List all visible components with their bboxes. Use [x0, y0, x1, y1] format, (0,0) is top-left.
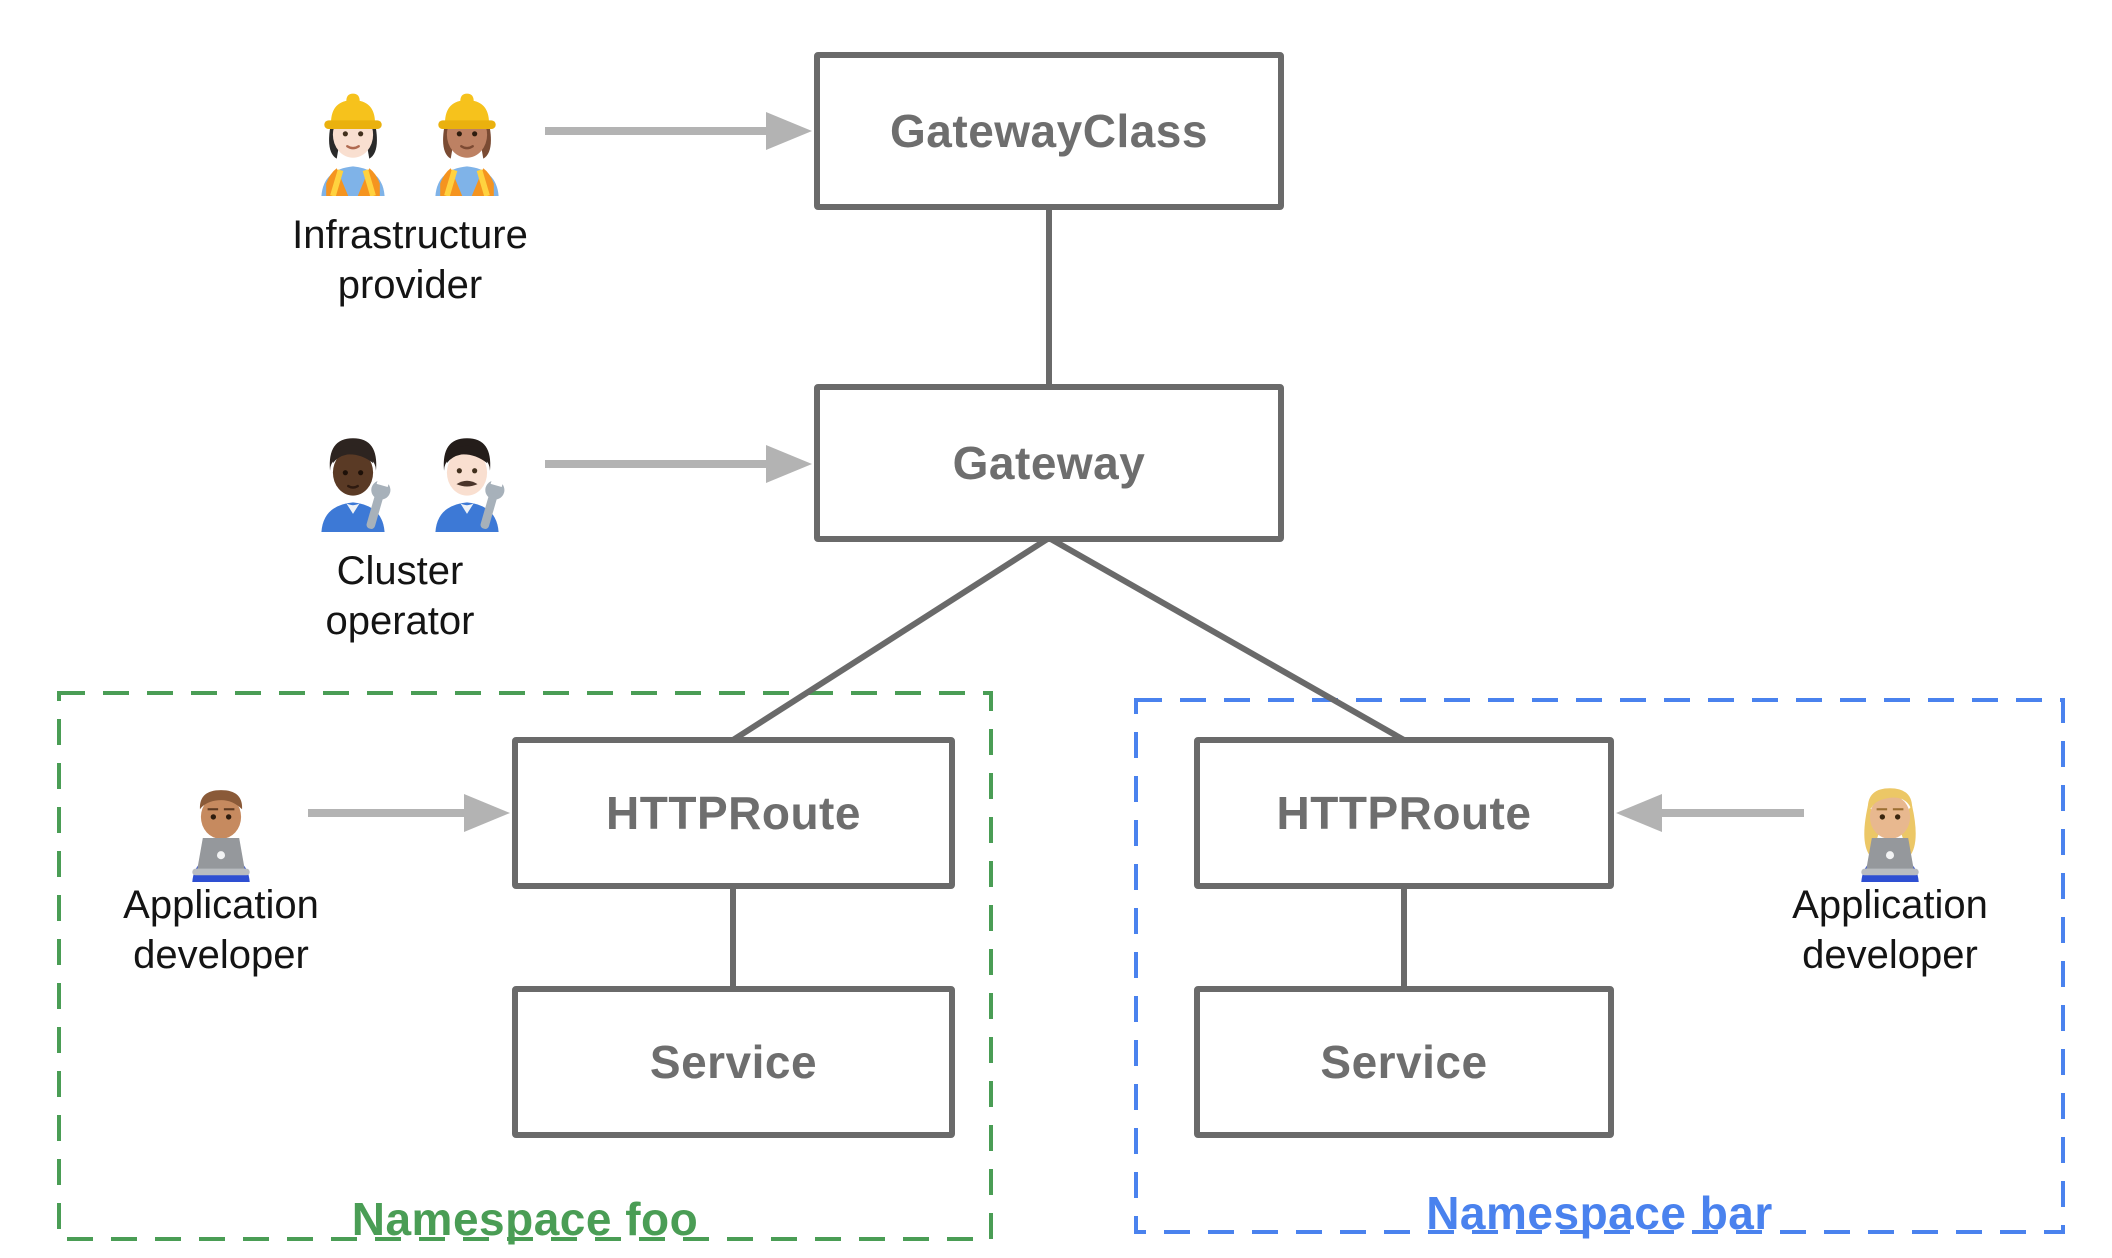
infrastructure-provider-icons: [305, 62, 515, 196]
woman-technologist-medium-light-icon: [1861, 788, 1919, 882]
infrastructure-provider-label: Infrastructure provider: [185, 210, 635, 310]
app-developer-bar-icon-row: [1842, 748, 1938, 882]
gateway-httproute-foo-connector: [731, 535, 1051, 743]
app-developer-foo-icon-row: [173, 748, 269, 882]
namespace-bar-caption: Namespace bar: [1426, 1187, 1773, 1239]
infrastructure-provider-label-line2: provider: [337, 263, 483, 307]
app-developer-foo-label: Application developer: [0, 880, 446, 980]
woman-construction-worker-medium-icon: [435, 93, 499, 196]
gateway-node: Gateway: [814, 384, 1284, 542]
gateway-label: Gateway: [952, 437, 1146, 489]
service-bar-node: Service: [1194, 986, 1614, 1138]
cluster-operator-arrow: [545, 445, 812, 483]
app-developer-foo-label-line1: Application: [123, 883, 319, 927]
httproute-foo-label: HTTPRoute: [606, 787, 861, 839]
app-developer-bar-arrow: [1616, 794, 1804, 832]
app-developer-foo-label-line2: developer: [133, 933, 309, 977]
app-developer-bar-label-line1: Application: [1792, 883, 1988, 927]
service-foo-label: Service: [649, 1036, 818, 1088]
namespace-bar-boundary: [1134, 698, 2065, 1234]
app-developer-foo-arrow: [308, 794, 510, 832]
namespace-foo-caption: Namespace foo: [351, 1193, 699, 1245]
man-mechanic-light-icon: [435, 438, 505, 532]
person-mechanic-dark-icon: [321, 438, 391, 532]
service-bar-label: Service: [1320, 1036, 1488, 1088]
gateway-httproute-bar-connector: [1047, 535, 1406, 743]
cluster-operator-label-line1: Cluster: [336, 549, 464, 593]
woman-construction-worker-light-icon: [321, 93, 385, 196]
gatewayclass-node: GatewayClass: [814, 52, 1284, 210]
httproute-bar-label: HTTPRoute: [1276, 787, 1532, 839]
httproute-bar-node: HTTPRoute: [1194, 737, 1614, 889]
app-developer-bar-label-line2: developer: [1802, 933, 1978, 977]
infrastructure-provider-arrow: [545, 112, 812, 150]
app-developer-bar-label: Application developer: [1665, 880, 2112, 980]
service-foo-node: Service: [512, 986, 955, 1138]
man-technologist-medium-icon: [192, 790, 250, 882]
namespace-foo-boundary: [57, 691, 993, 1241]
httproute-foo-node: HTTPRoute: [512, 737, 955, 889]
gatewayclass-label: GatewayClass: [890, 105, 1208, 157]
cluster-operator-icons: [305, 398, 515, 532]
cluster-operator-label-line2: operator: [325, 599, 475, 643]
cluster-operator-label: Cluster operator: [175, 546, 625, 646]
infrastructure-provider-label-line1: Infrastructure: [292, 213, 528, 257]
